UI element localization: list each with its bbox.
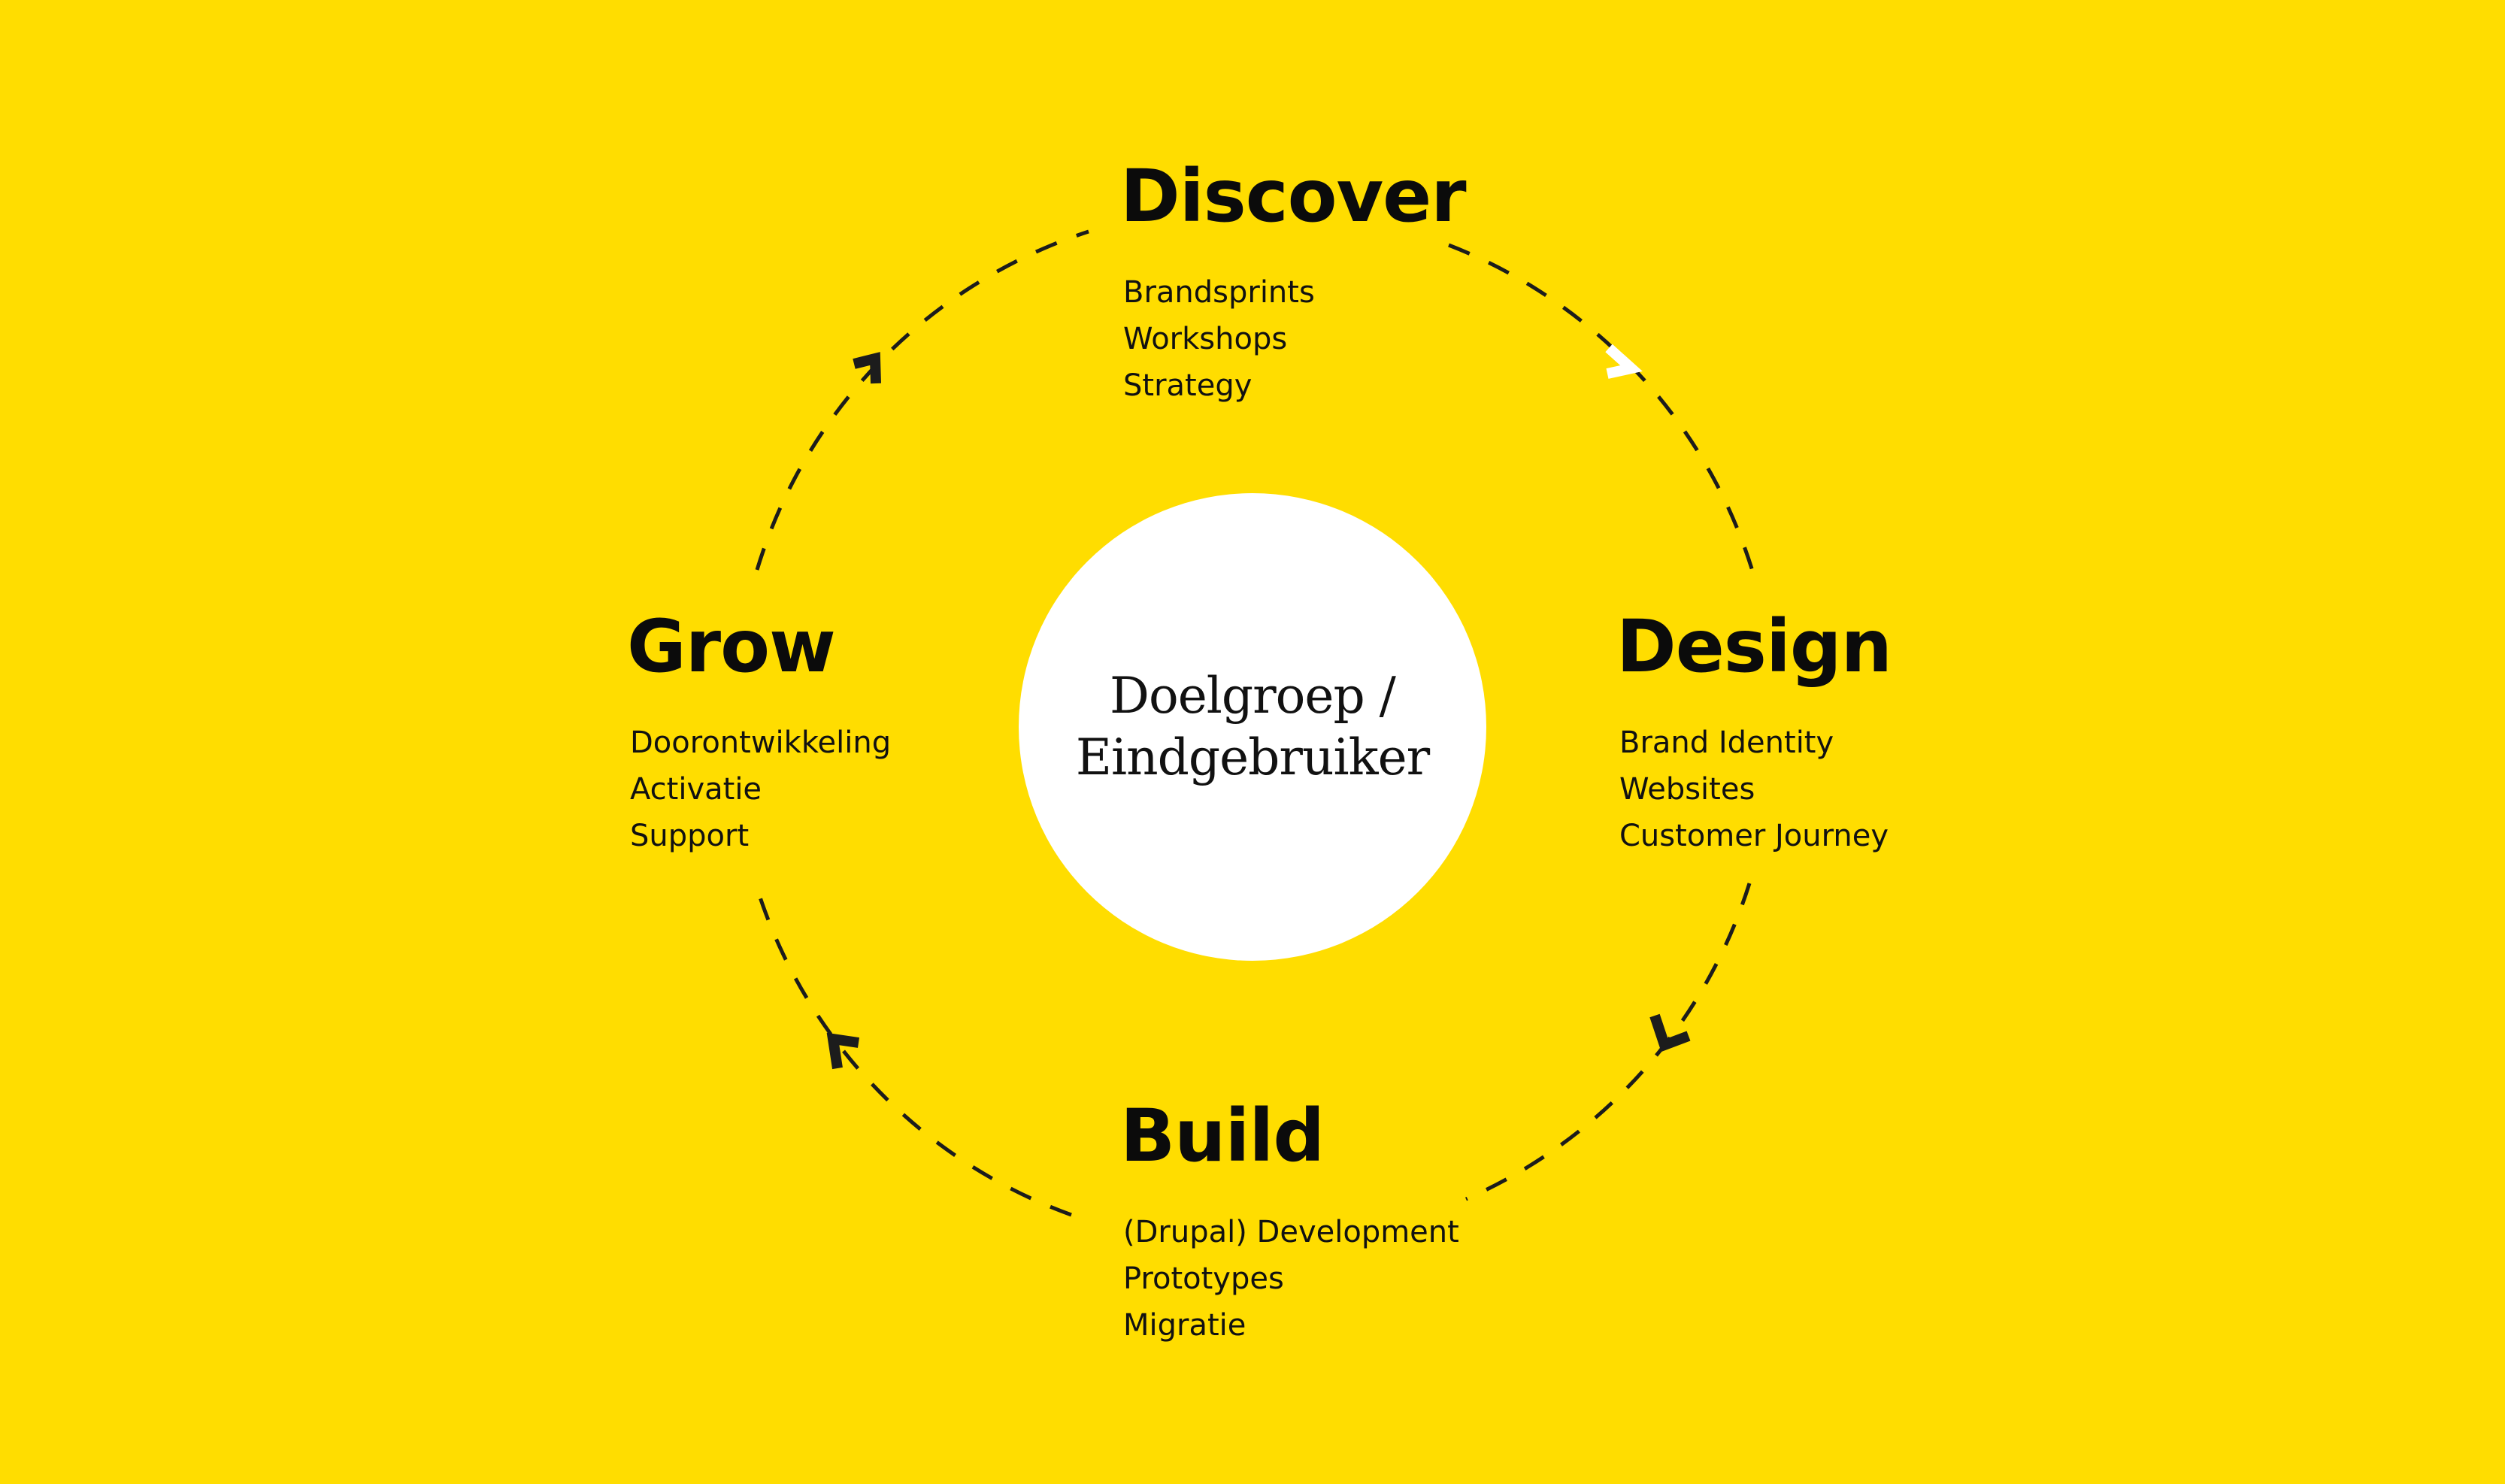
list-item: Brandsprints [1123,275,1315,310]
phase-build: Build (Drupal) Development Prototypes Mi… [1120,1095,1459,1349]
chevron-arrow-icon [853,352,881,384]
phase-discover: Discover Brandsprints Workshops Strategy [1120,154,1467,409]
phase-title-build: Build [1120,1094,1325,1178]
list-item: Websites [1619,772,1755,807]
phase-design: Design Brand Identity Websites Customer … [1616,605,1892,859]
list-item: Support [630,819,750,853]
list-item: (Drupal) Development [1123,1215,1459,1249]
arc-discover-design [1448,243,1756,577]
chevron-arrow-icon [826,1032,860,1070]
list-item: Migratie [1123,1308,1246,1343]
list-item: Strategy [1123,368,1252,403]
center-label-line-1: Doelgroep / [1110,667,1396,725]
phase-title-grow: Grow [627,604,836,689]
list-item: Doorontwikkeling [630,725,892,760]
phase-items-build: (Drupal) Development Prototypes Migratie [1123,1209,1459,1349]
arc-grow-discover [755,229,1089,571]
phase-items-discover: Brandsprints Workshops Strategy [1123,269,1466,409]
phase-title-design: Design [1616,604,1892,689]
list-item: Brand Identity [1619,725,1834,760]
chevron-arrow-icon [1605,344,1643,379]
arc-design-build [1465,883,1752,1201]
list-item: Workshops [1123,322,1288,356]
phase-title-discover: Discover [1120,154,1467,238]
list-item: Customer Journey [1619,819,1889,853]
phase-items-design: Brand Identity Websites Customer Journey [1619,719,1892,859]
center-label-line-2: Eindgebruiker [1075,728,1430,786]
phase-items-grow: Doorontwikkeling Activatie Support [630,719,891,859]
list-item: Prototypes [1123,1261,1284,1296]
center-circle: Doelgroep / Eindgebruiker [1019,493,1486,961]
list-item: Activatie [630,772,762,807]
chevron-arrow-icon [1649,1013,1691,1052]
phase-grow: Grow Doorontwikkeling Activatie Support [627,605,891,859]
arc-build-grow [753,883,1072,1217]
